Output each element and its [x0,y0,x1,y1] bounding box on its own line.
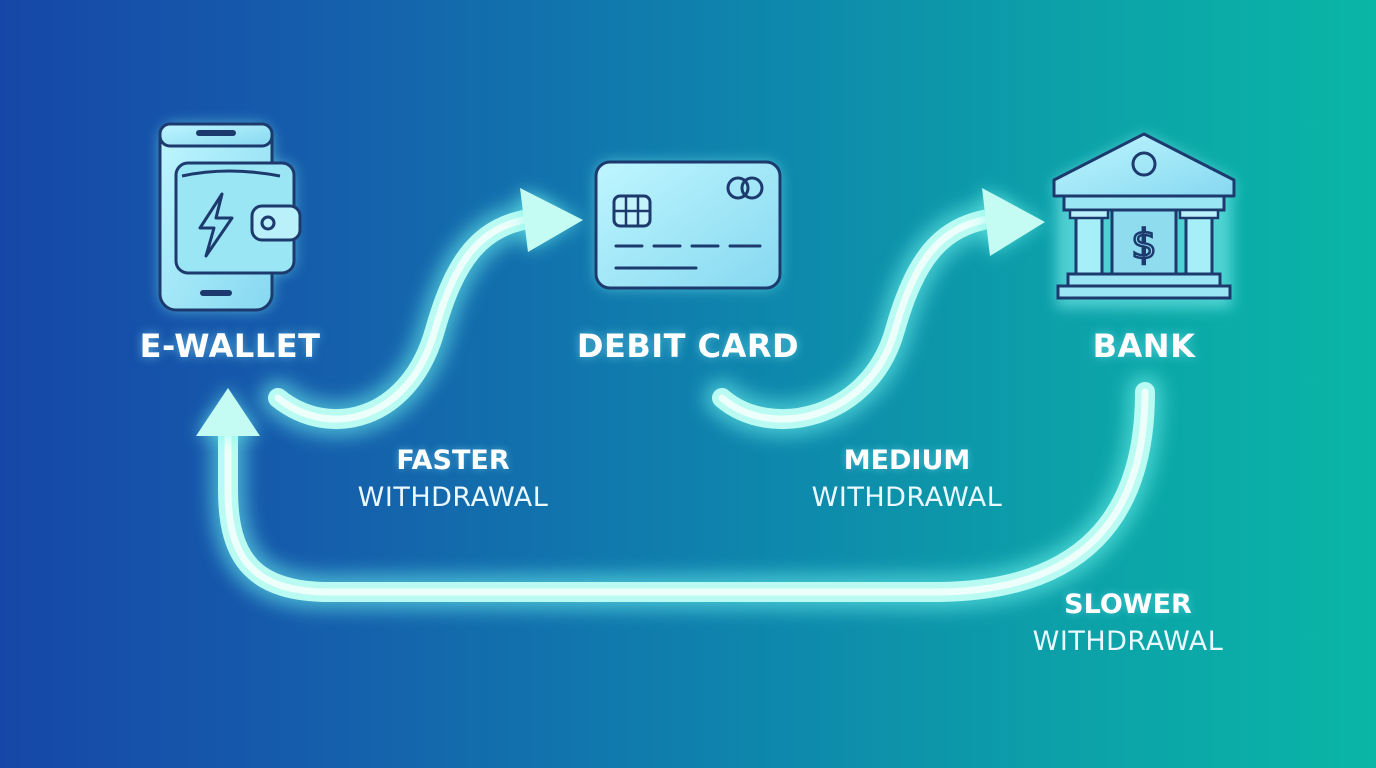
medium-kind-text: WITHDRAWAL [811,482,1003,513]
faster-kind-text: WITHDRAWAL [357,482,549,513]
slower-arrow [196,374,1163,610]
medium-speed-text: MEDIUM [843,445,971,476]
faster-speed-text: FASTER [396,445,510,476]
bank-label: BANK [1092,327,1196,365]
ewallet-label: E-WALLET [139,327,321,365]
debit-card-label: DEBIT CARD [576,327,800,365]
svg-text:$: $ [1131,222,1156,268]
ewallet-icon [158,122,302,312]
slower-kind-text: WITHDRAWAL [1032,626,1224,657]
medium-withdrawal-label: MEDIUM WITHDRAWAL [812,445,1003,513]
faster-withdrawal-label: FASTER WITHDRAWAL [358,445,549,513]
slower-speed-text: SLOWER [1064,589,1192,620]
medium-arrow [704,188,1045,437]
credit-card-icon [594,160,782,290]
bank-icon: $ [1052,132,1236,308]
slower-withdrawal-label: SLOWER WITHDRAWAL [1033,589,1224,657]
faster-arrow [260,188,583,437]
